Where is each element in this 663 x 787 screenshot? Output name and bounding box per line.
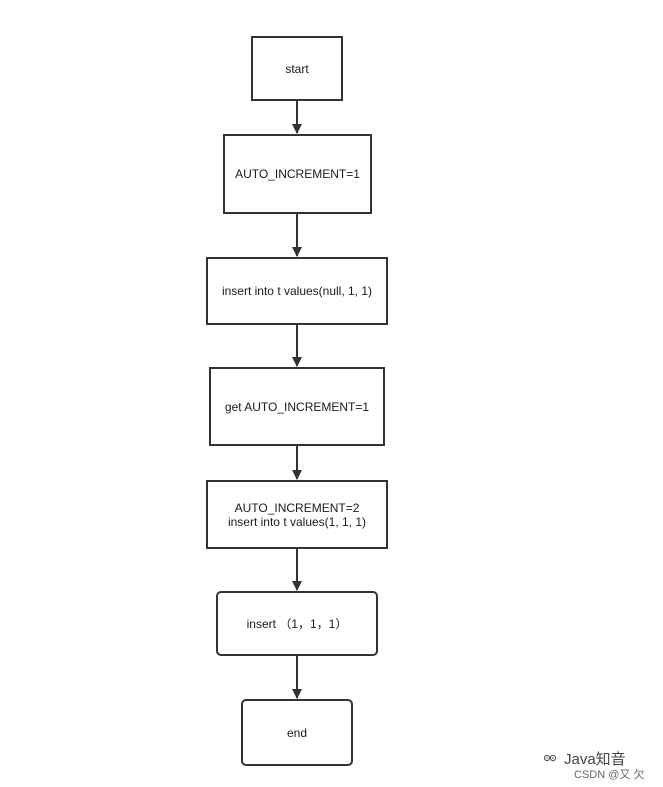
wechat-icon <box>543 754 557 762</box>
node-insert-result: insert （1，1，1） <box>216 591 378 656</box>
node-get-auto-increment: get AUTO_INCREMENT=1 <box>209 367 385 446</box>
node-auto-increment-2-insert: AUTO_INCREMENT=2 insert into t values(1,… <box>206 480 388 549</box>
node-auto-increment-1: AUTO_INCREMENT=1 <box>223 134 372 214</box>
node-end: end <box>241 699 353 766</box>
node-start: start <box>251 36 343 101</box>
watermark-brand: Java知音 <box>564 751 626 768</box>
node-insert-null: insert into t values(null, 1, 1) <box>206 257 388 325</box>
watermark: Java知音 CSDN @又 欠 <box>540 748 658 784</box>
watermark-credit: CSDN @又 欠 <box>574 769 645 781</box>
